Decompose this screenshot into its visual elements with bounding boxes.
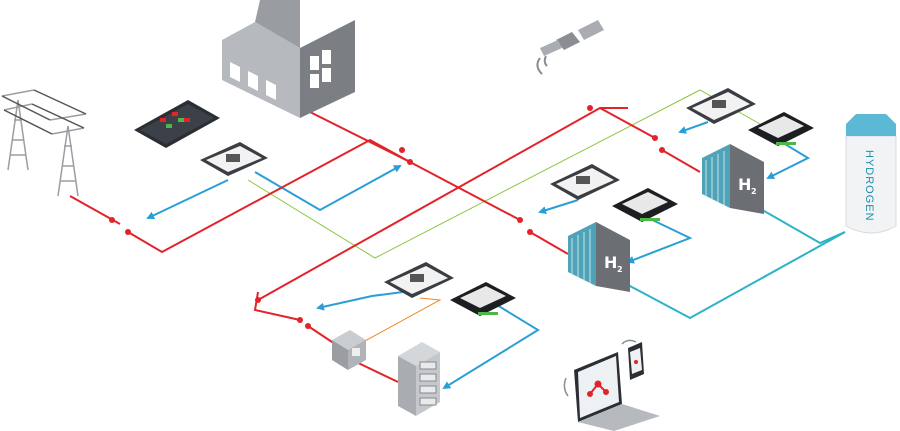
fuel-cell-stack-1: H 2 [568, 222, 630, 292]
h2-sub-2: 2 [751, 187, 757, 196]
power-line-factory [309, 111, 411, 163]
power-line-grid2 [127, 138, 411, 254]
controller-display-icon [450, 112, 814, 316]
fuel-cell-stack-2: H 2 [702, 144, 764, 214]
controller-c [550, 164, 620, 200]
controller-b [384, 262, 454, 298]
power-line-main2 [253, 291, 301, 321]
fuel-cell-stack-icon: H 2 H 2 [568, 144, 764, 292]
hydrogen-tank-icon: HYDROGEN [845, 114, 897, 234]
power-line-battery [351, 359, 399, 383]
bus-line-fc1 [599, 231, 846, 320]
power-line-top [599, 107, 656, 139]
display-a [450, 282, 516, 316]
laptop-phone-icon [563, 339, 660, 431]
power-line-main [409, 161, 521, 221]
display-c [748, 112, 814, 146]
inverter-icon [332, 330, 366, 370]
bus-line-fc2 [744, 199, 846, 245]
satellite-icon [536, 20, 604, 75]
control-line-factory [254, 165, 402, 212]
h2-label-1: H [604, 253, 617, 272]
green-signal-line [247, 89, 761, 259]
battery-cabinet-icon [398, 342, 440, 416]
touch-panel-icon [134, 100, 220, 148]
power-pylon-icon [1, 89, 87, 197]
controller-a [200, 142, 268, 176]
power-line-fc1 [529, 231, 569, 255]
controller-module-icon [200, 88, 756, 298]
control-line-battery2 [442, 301, 540, 390]
h2-sub-1: 2 [617, 265, 623, 274]
power-line-fc2 [661, 149, 701, 173]
control-line-fc2 [678, 121, 709, 134]
switches [109, 105, 665, 329]
h2-label-2: H [738, 175, 751, 194]
factory-icon [222, 0, 355, 118]
control-line-grid [146, 179, 229, 220]
control-line-fc1b [626, 213, 693, 264]
orange-signal-line [351, 297, 442, 349]
controller-d [686, 88, 756, 124]
control-line-fc1 [538, 199, 579, 215]
tank-label: HYDROGEN [863, 150, 875, 222]
display-b [612, 188, 678, 222]
